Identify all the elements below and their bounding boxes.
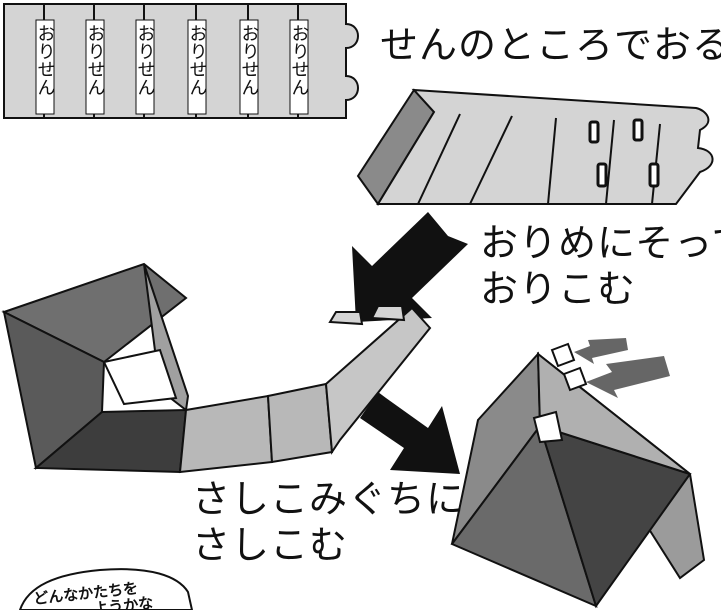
speech-bubble: どんなかたちを ようかな xyxy=(18,568,194,610)
insert-arrow-small-icon xyxy=(574,338,628,364)
arrow-down-right-icon xyxy=(360,392,460,474)
caption-fold-along-line: せんのところでおる xyxy=(380,23,721,67)
assembled-viewer xyxy=(450,342,706,609)
fold-line-label: おりせん xyxy=(239,24,260,96)
caption-fold-line1: おりめにそって xyxy=(480,221,721,265)
creased-strip xyxy=(356,88,714,206)
caption-fold-line2: おりこむ xyxy=(480,267,637,311)
folding-viewer xyxy=(1,262,432,474)
fold-line-label: おりせん xyxy=(35,24,56,96)
insert-arrow-icon xyxy=(586,356,670,398)
fold-line-label: おりせん xyxy=(187,24,208,96)
fold-line-labels xyxy=(35,19,309,115)
caption-insert-line2: さしこむ xyxy=(192,523,349,567)
slot-marks xyxy=(588,118,660,188)
fold-line-label: おりせん xyxy=(135,24,156,96)
bubble-line2: ようかな xyxy=(93,594,155,610)
caption-insert-line1: さしこみぐちに xyxy=(192,477,466,521)
arrow-down-left-icon xyxy=(352,212,468,322)
fold-line-texts: おりせん おりせん おりせん おりせん おりせん おりせん xyxy=(35,24,310,96)
fold-line-label: おりせん xyxy=(289,24,310,96)
fold-line-label: おりせん xyxy=(85,24,106,96)
